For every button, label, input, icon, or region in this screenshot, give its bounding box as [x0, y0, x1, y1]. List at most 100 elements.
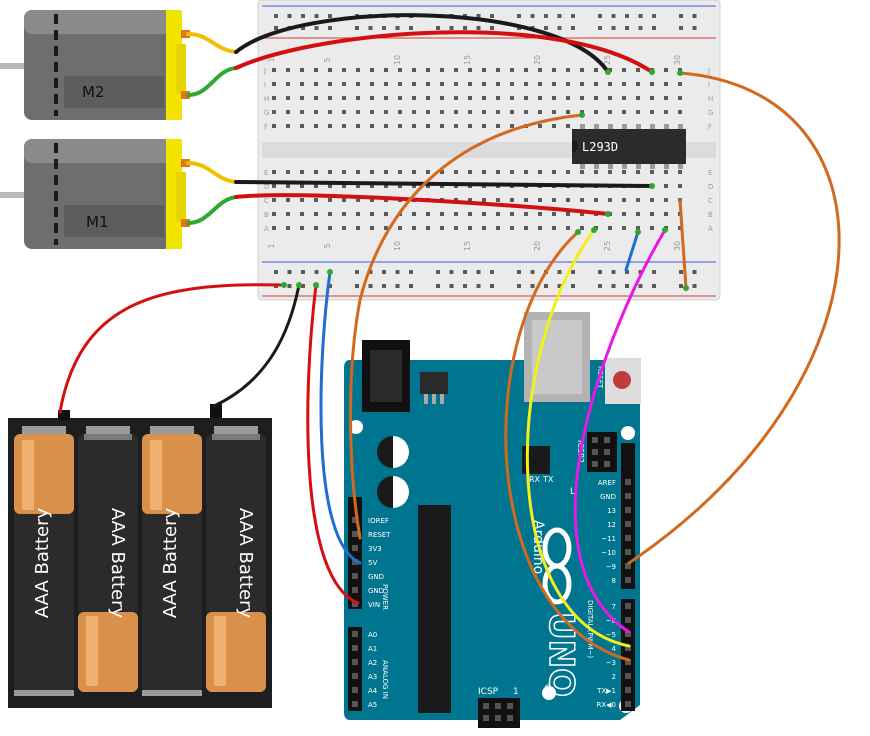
row-letter: C — [264, 197, 269, 205]
row-letter: G — [708, 109, 713, 117]
row-letter: F — [708, 123, 712, 131]
column-number-bottom: 15 — [463, 241, 472, 251]
digital-pin-label: RX◀0 — [597, 701, 617, 709]
wire-red-m1 — [234, 193, 610, 216]
wire-orange-chip-to-arduino — [349, 113, 584, 540]
analog-pin-label: A0 — [368, 631, 377, 639]
digital-pin-label: GND — [600, 493, 616, 501]
led-l-label: L — [570, 487, 575, 497]
motor-leads — [186, 32, 238, 225]
digital-pin-label: ~9 — [606, 563, 616, 571]
digital-pin-label: 12 — [607, 521, 616, 529]
battery-pack: AAA Battery AAA Battery AAA Battery AAA Bat… — [8, 404, 272, 708]
digital-pin-label: ~5 — [606, 631, 616, 639]
column-number-top: 30 — [673, 55, 682, 65]
analog-pin-label: A5 — [368, 701, 377, 709]
digital-pin-label: 13 — [607, 507, 616, 515]
power-pin-label: VIN — [368, 601, 380, 609]
arduino-logo — [542, 527, 572, 605]
wire-blue-5v — [319, 270, 362, 565]
digital-pin-label: 7 — [612, 603, 616, 611]
power-pin-label: 5V — [368, 559, 377, 567]
motor-m1: M1 — [0, 139, 190, 249]
wire-orange-short — [678, 198, 688, 290]
row-letter: C — [708, 197, 713, 205]
battery-cell: AAA Battery — [142, 426, 202, 696]
arduino-model: UNO — [541, 612, 581, 697]
wire-yellow — [525, 228, 631, 648]
column-number-bottom: 5 — [323, 243, 332, 248]
digital-pin-label: AREF — [598, 479, 616, 487]
digital-pin-label: ~6 — [606, 617, 617, 625]
wire-red-m2 — [234, 30, 654, 74]
power-pin-label: 3V3 — [368, 545, 382, 553]
battery-cell-label: AAA Battery — [107, 508, 128, 619]
arduino-uno: Arduino UNO TX RX L ICSP 1 ICSP2 RESET O… — [344, 312, 641, 728]
power-pin-label: GND — [368, 587, 384, 595]
column-number-bottom: 25 — [603, 241, 612, 251]
row-letter: A — [264, 225, 269, 233]
icsp-label: ICSP — [478, 687, 499, 697]
power-pin-label: RESET — [368, 531, 391, 539]
digital-pin-label: 8 — [612, 577, 616, 585]
chip-label: L293D — [582, 140, 618, 154]
column-number-top: 20 — [533, 55, 542, 65]
analog-header-label: ANALOG IN — [381, 660, 389, 699]
analog-pin-label: A4 — [368, 687, 378, 695]
row-letter: H — [264, 95, 269, 103]
digital-pin-label: TX▶1 — [596, 687, 616, 695]
wire-red-vin — [306, 283, 360, 605]
row-letter: G — [264, 109, 269, 117]
wire-black-battery — [212, 283, 301, 408]
power-pin-label: IOREF — [368, 517, 389, 525]
row-letter: E — [264, 169, 268, 177]
column-number-top: 15 — [463, 55, 472, 65]
wire-black-m2 — [234, 13, 610, 74]
row-letter: E — [708, 169, 712, 177]
battery-cell-label: AAA Battery — [32, 508, 53, 619]
digital-pin-label: ~11 — [601, 535, 616, 543]
digital-pin-label: 2 — [612, 673, 616, 681]
row-letter: I — [708, 81, 710, 89]
digital-pin-label: ~3 — [606, 659, 616, 667]
digital-pin-label: 4 — [612, 645, 617, 653]
motor-m1-label: M1 — [86, 213, 109, 231]
wire-magenta — [573, 228, 667, 634]
row-letter: B — [264, 211, 269, 219]
arduino-header-pins — [352, 437, 631, 721]
column-number-top: 5 — [323, 57, 332, 62]
analog-pin-label: A2 — [368, 659, 377, 667]
motor-m2-label: M2 — [82, 83, 105, 101]
row-letter: H — [708, 95, 713, 103]
led-rx-label: RX — [529, 475, 541, 484]
wire-blue-jumper — [624, 230, 640, 272]
row-letter: J — [263, 67, 266, 75]
icsp-pin1-label: 1 — [513, 687, 519, 697]
row-letter: I — [264, 81, 266, 89]
row-letter: A — [708, 225, 713, 233]
row-letter: D — [708, 183, 713, 191]
led-tx-label: TX — [542, 475, 554, 484]
wire-orange-pin9 — [627, 71, 841, 565]
motor-m2: M2 — [0, 10, 190, 120]
wire-ends — [281, 69, 689, 291]
on-label: ON — [543, 684, 552, 696]
power-header-label: POWER — [381, 584, 389, 610]
power-pin-label: GND — [368, 573, 384, 581]
column-number-bottom: 1 — [267, 243, 276, 248]
analog-pin-label: A1 — [368, 645, 377, 653]
wire-red-battery — [58, 283, 286, 414]
wire-orange-pin3 — [504, 230, 631, 662]
battery-cell: AAA Battery — [206, 426, 266, 692]
battery-cell: AAA Battery — [14, 426, 74, 696]
digital-pin-label: ~10 — [601, 549, 616, 557]
column-number-bottom: 20 — [533, 241, 542, 251]
row-letter: F — [264, 123, 268, 131]
l293d-chip: L293D — [572, 129, 686, 164]
column-number-bottom: 30 — [673, 241, 682, 251]
row-letter: J — [707, 67, 710, 75]
battery-cell-label: AAA Battery — [160, 508, 181, 619]
row-letter: B — [708, 211, 713, 219]
